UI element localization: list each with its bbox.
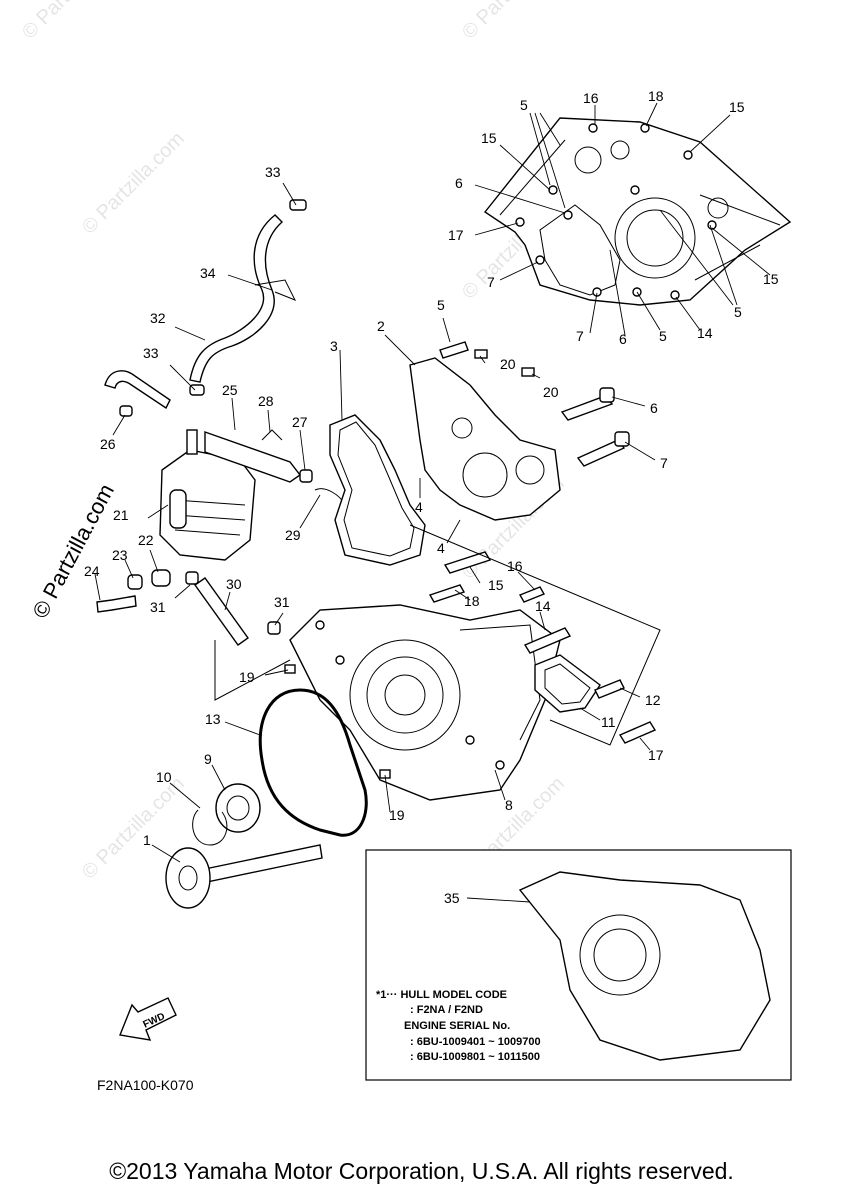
callout-26: 26	[100, 436, 116, 452]
hoses	[104, 199, 346, 646]
callout-30: 30	[226, 576, 242, 592]
oil-cooler	[159, 429, 256, 561]
callout-16: 16	[507, 558, 523, 574]
callout-31: 31	[150, 599, 166, 615]
callout-14: 14	[535, 598, 551, 614]
gasket-3	[329, 414, 426, 566]
callout-5: 5	[734, 304, 742, 320]
callout-35: 35	[444, 890, 460, 906]
callout-8: 8	[505, 797, 513, 813]
callout-4: 4	[437, 540, 445, 556]
callout-20: 20	[543, 384, 559, 400]
callout-28: 28	[258, 393, 274, 409]
callout-25: 25	[222, 382, 238, 398]
callout-15: 15	[763, 271, 779, 287]
callout-5: 5	[520, 97, 528, 113]
o-ring-13	[258, 688, 368, 837]
watermark-6: © Partzilla.com	[18, 0, 129, 44]
callout-11: 11	[601, 714, 616, 730]
fwd-arrow: FWD	[119, 997, 177, 1041]
callout-19: 19	[389, 807, 405, 823]
callout-16: 16	[583, 90, 599, 106]
plate-11	[534, 654, 601, 713]
inset-box: *1··· HULL MODEL CODE : F2NA / F2ND ENGI…	[365, 849, 792, 1081]
watermark-1: © Partzilla.com	[78, 128, 189, 239]
leader-lines	[94, 102, 771, 903]
bearing-9	[215, 783, 261, 833]
bolts-cover	[284, 551, 657, 779]
diagram-code: F2NA100-K070	[97, 1077, 194, 1093]
callout-17: 17	[448, 227, 464, 243]
callout-23: 23	[112, 547, 128, 563]
inset-line-4: : 6BU-1009401 ~ 1009700	[410, 1036, 541, 1048]
cover-8	[289, 604, 561, 801]
callout-14: 14	[697, 325, 713, 341]
inset-line-1: *1··· HULL MODEL CODE	[376, 989, 507, 1001]
gear-shaft-1	[165, 844, 323, 909]
callout-5: 5	[659, 328, 667, 344]
callout-1: 1	[143, 832, 151, 848]
callout-21: 21	[113, 507, 129, 523]
callout-2: 2	[377, 318, 385, 334]
callout-15: 15	[729, 99, 745, 115]
callout-27: 27	[292, 414, 308, 430]
callout-12: 12	[645, 692, 661, 708]
inset-line-2: : F2NA / F2ND	[410, 1004, 483, 1016]
bolts-upper	[439, 341, 630, 467]
callout-31: 31	[274, 594, 290, 610]
callout-15: 15	[481, 130, 497, 146]
callout-18: 18	[464, 593, 480, 609]
callout-33: 33	[143, 345, 159, 361]
fittings	[96, 569, 171, 613]
callout-7: 7	[487, 274, 495, 290]
assembly-outline	[214, 524, 661, 746]
crankcase	[483, 117, 792, 306]
callout-7: 7	[660, 455, 668, 471]
callout-6: 6	[455, 175, 463, 191]
callout-6: 6	[619, 331, 627, 347]
callout-32: 32	[150, 310, 166, 326]
callout-4: 4	[415, 499, 423, 515]
inset-line-3: ENGINE SERIAL No.	[404, 1020, 510, 1032]
callout-33: 33	[265, 164, 281, 180]
callouts: 5 16 18 15 15 6 17 7 7 6 5 14 5 15 33 34…	[84, 88, 779, 906]
circlip-10	[192, 809, 228, 846]
callout-20: 20	[500, 356, 516, 372]
callout-19: 19	[239, 669, 255, 685]
inset-line-5: : 6BU-1009801 ~ 1011500	[410, 1051, 540, 1063]
callout-13: 13	[205, 711, 221, 727]
oil-pump-2	[409, 357, 561, 521]
callout-24: 24	[84, 563, 100, 579]
copyright-notice: ©2013 Yamaha Motor Corporation, U.S.A. A…	[109, 1158, 734, 1184]
callout-6: 6	[650, 400, 658, 416]
callout-29: 29	[285, 527, 301, 543]
callout-22: 22	[138, 532, 154, 548]
callout-15: 15	[488, 577, 504, 593]
callout-5: 5	[437, 297, 445, 313]
callout-18: 18	[648, 88, 664, 104]
callout-10: 10	[156, 769, 172, 785]
callout-9: 9	[204, 751, 212, 767]
callout-34: 34	[200, 265, 216, 281]
callout-3: 3	[330, 338, 338, 354]
watermark-7: © Partzilla.com	[458, 0, 569, 44]
callout-7: 7	[576, 328, 584, 344]
callout-17: 17	[648, 747, 664, 763]
